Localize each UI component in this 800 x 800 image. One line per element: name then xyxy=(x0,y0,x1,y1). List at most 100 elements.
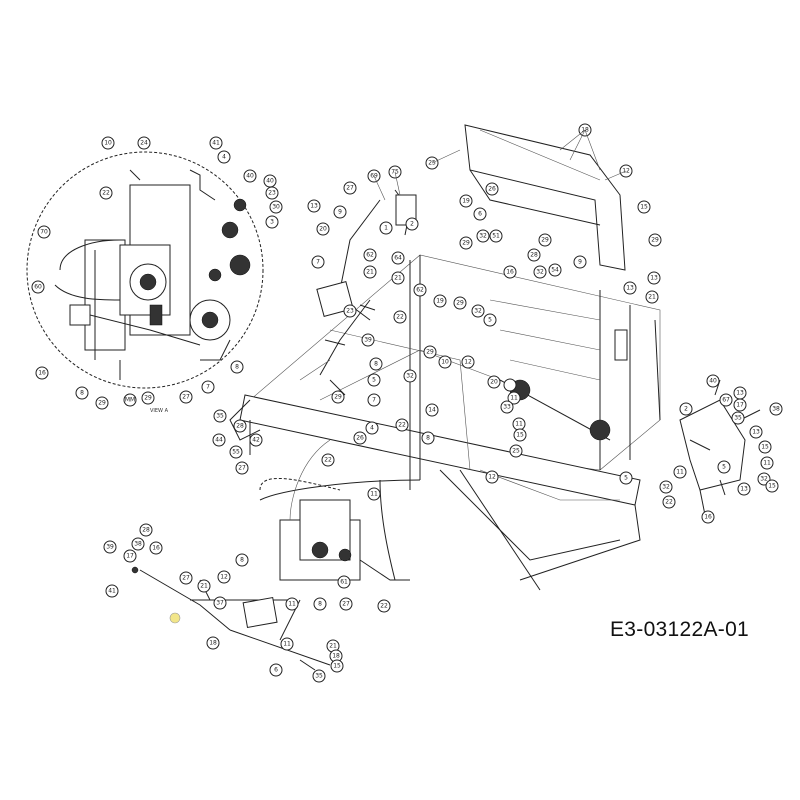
svg-text:26: 26 xyxy=(356,435,364,442)
callout-2: 41 xyxy=(209,136,223,150)
callout-3: 4 xyxy=(217,150,231,164)
drawing-number: E3-03122A-01 xyxy=(610,618,750,641)
svg-text:29: 29 xyxy=(456,300,464,307)
callout-97: 13 xyxy=(749,425,763,439)
svg-text:67: 67 xyxy=(722,397,730,404)
svg-text:23: 23 xyxy=(268,190,276,197)
callout-71: 15 xyxy=(513,428,527,442)
callout-57: 5 xyxy=(483,313,497,327)
leader-lines xyxy=(373,129,627,201)
callout-116: 41 xyxy=(105,584,119,598)
callout-83: 42 xyxy=(249,433,263,447)
svg-text:13: 13 xyxy=(736,390,744,397)
callout-65: 8 xyxy=(369,357,383,371)
svg-text:28: 28 xyxy=(142,527,150,534)
callout-73: 14 xyxy=(425,403,439,417)
callout-9: 3 xyxy=(265,215,279,229)
callout-86: 22 xyxy=(321,453,335,467)
svg-text:9: 9 xyxy=(338,209,342,216)
callout-130: 6 xyxy=(269,663,283,677)
callout-75: 8 xyxy=(421,431,435,445)
callout-122: 27 xyxy=(339,597,353,611)
callout-label: 10 xyxy=(104,140,112,147)
svg-text:17: 17 xyxy=(126,553,134,560)
callout-110: 38 xyxy=(131,537,145,551)
callout-89: 5 xyxy=(619,471,633,485)
callout-44: 28 xyxy=(527,248,541,262)
callout-56: 32 xyxy=(471,304,485,318)
callout-13: 8 xyxy=(75,386,89,400)
callout-62: 10 xyxy=(438,355,452,369)
svg-text:11: 11 xyxy=(288,601,296,608)
svg-text:15: 15 xyxy=(768,483,776,490)
svg-text:7: 7 xyxy=(206,384,210,391)
callout-17: 27 xyxy=(179,390,193,404)
svg-text:16: 16 xyxy=(38,370,46,377)
callout-64: 32 xyxy=(403,369,417,383)
callout-111: 16 xyxy=(149,541,163,555)
callout-54: 19 xyxy=(433,294,447,308)
callout-99: 11 xyxy=(760,456,774,470)
svg-text:40: 40 xyxy=(246,173,254,180)
callout-59: 23 xyxy=(343,304,357,318)
svg-text:5: 5 xyxy=(488,317,492,324)
svg-text:55: 55 xyxy=(232,449,240,456)
svg-text:12: 12 xyxy=(220,574,228,581)
callout-96: 35 xyxy=(731,411,745,425)
svg-text:7: 7 xyxy=(372,397,376,404)
svg-text:32: 32 xyxy=(760,476,768,483)
callout-108: 28 xyxy=(139,523,153,537)
svg-text:4: 4 xyxy=(370,425,374,432)
svg-text:16: 16 xyxy=(704,514,712,521)
callout-85: 27 xyxy=(235,461,249,475)
svg-text:2: 2 xyxy=(684,406,688,413)
svg-text:28: 28 xyxy=(530,252,538,259)
callout-126: 21 xyxy=(326,639,340,653)
callout-34: 2 xyxy=(405,217,419,231)
callout-125: 11 xyxy=(280,637,294,651)
callout-52: 21 xyxy=(645,290,659,304)
callout-63: 12 xyxy=(461,355,475,369)
svg-text:27: 27 xyxy=(238,465,246,472)
svg-text:29: 29 xyxy=(541,237,549,244)
callout-55: 29 xyxy=(453,296,467,310)
callout-1: 24 xyxy=(137,136,151,150)
svg-text:62: 62 xyxy=(416,287,424,294)
svg-text:8: 8 xyxy=(235,364,239,371)
callout-49: 29 xyxy=(648,233,662,247)
callout-115: 27 xyxy=(179,571,193,585)
callout-38: 21 xyxy=(363,265,377,279)
callout-5: 40 xyxy=(263,174,277,188)
svg-text:17: 17 xyxy=(736,402,744,409)
svg-text:8: 8 xyxy=(318,601,322,608)
svg-text:40: 40 xyxy=(709,378,717,385)
svg-text:35: 35 xyxy=(216,413,224,420)
callout-78: 4 xyxy=(365,421,379,435)
svg-text:51: 51 xyxy=(492,233,500,240)
callout-101: 11 xyxy=(673,465,687,479)
callout-98: 15 xyxy=(758,440,772,454)
callout-66: 5 xyxy=(367,373,381,387)
svg-text:28: 28 xyxy=(236,423,244,430)
svg-text:21: 21 xyxy=(200,583,208,590)
callout-33: 1 xyxy=(379,221,393,235)
callout-51: 13 xyxy=(623,281,637,295)
svg-text:29: 29 xyxy=(462,240,470,247)
view-label: VIEW A xyxy=(150,408,169,414)
callout-4: 40 xyxy=(243,169,257,183)
callout-40: 29 xyxy=(459,236,473,250)
svg-text:27: 27 xyxy=(342,601,350,608)
svg-text:41: 41 xyxy=(212,140,220,147)
callout-8: 30 xyxy=(269,200,283,214)
svg-text:33: 33 xyxy=(503,404,511,411)
callout-72: 25 xyxy=(509,444,523,458)
svg-text:70: 70 xyxy=(40,229,48,236)
svg-text:5: 5 xyxy=(624,475,628,482)
callout-45: 16 xyxy=(503,265,517,279)
callout-24: 19 xyxy=(459,194,473,208)
callout-19: 8 xyxy=(230,360,244,374)
svg-text:41: 41 xyxy=(108,588,116,595)
svg-text:29: 29 xyxy=(426,349,434,356)
svg-text:54: 54 xyxy=(551,267,559,274)
